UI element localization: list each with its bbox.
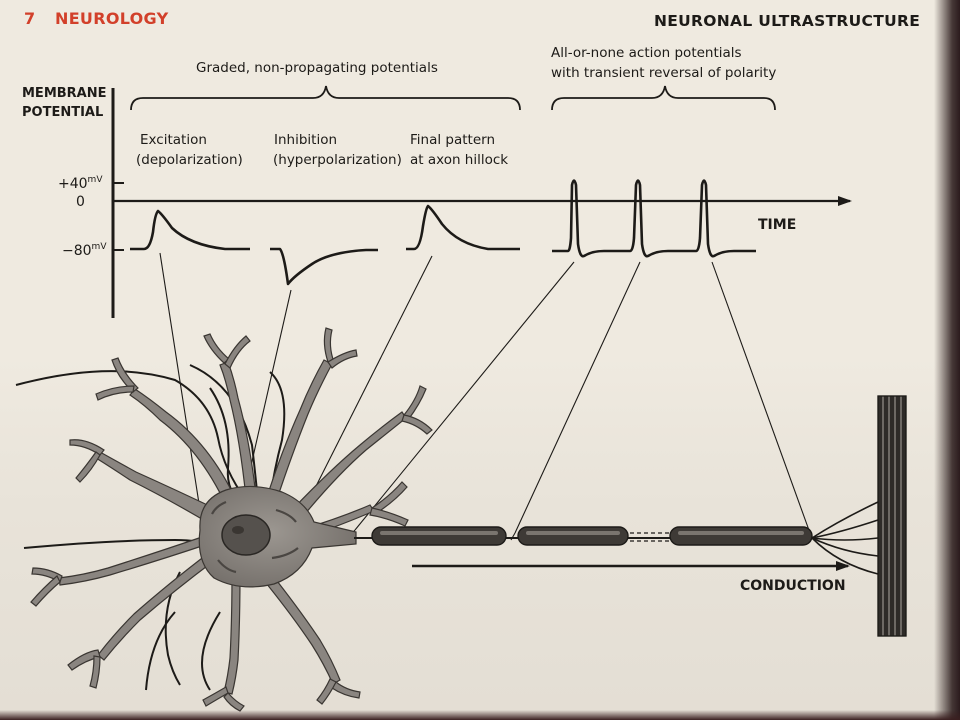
tick-zero: 0 bbox=[76, 194, 85, 210]
tick-plus40: +40mV bbox=[58, 175, 103, 192]
group-action-label-line1: All-or-none action potentials bbox=[551, 45, 742, 61]
chapter-title: NEUROLOGY bbox=[55, 9, 169, 28]
conduction-label: CONDUCTION bbox=[740, 578, 846, 594]
page-edge-shadow bbox=[934, 0, 960, 720]
group-graded-label: Graded, non-propagating potentials bbox=[196, 60, 438, 76]
pointer-ap1 bbox=[354, 261, 575, 531]
myelin-segment-3 bbox=[669, 526, 813, 546]
nucleus bbox=[221, 514, 271, 556]
section-title: NEURONAL ULTRASTRUCTURE bbox=[654, 12, 921, 30]
page-bottom-shadow bbox=[0, 710, 960, 720]
pointer-excitation bbox=[159, 252, 201, 511]
neuron bbox=[30, 327, 433, 712]
myelin-segment-1 bbox=[371, 526, 507, 546]
final-pattern-label-line1: Final pattern bbox=[410, 132, 495, 148]
axon bbox=[354, 501, 879, 575]
x-axis-label: TIME bbox=[758, 217, 796, 233]
group-action-label-line2: with transient reversal of polarity bbox=[551, 65, 776, 81]
brace-graded bbox=[130, 85, 521, 111]
inhibition-label-line2: (hyperpolarization) bbox=[273, 152, 402, 168]
excitation-waveform bbox=[130, 209, 250, 251]
final-pattern-waveform bbox=[406, 204, 520, 251]
inhibition-label-line1: Inhibition bbox=[274, 132, 337, 148]
pointer-ap3 bbox=[711, 261, 811, 534]
inhibition-waveform bbox=[270, 247, 378, 286]
pointer-final bbox=[303, 255, 433, 511]
excitation-label-line2: (depolarization) bbox=[136, 152, 243, 168]
muscle-fiber bbox=[877, 395, 907, 637]
brace-action bbox=[551, 85, 776, 111]
y-axis-label-line1: MEMBRANE bbox=[22, 86, 107, 101]
y-axis-label-line2: POTENTIAL bbox=[22, 105, 103, 120]
chapter-number: 7 bbox=[24, 9, 36, 28]
final-pattern-label-line2: at axon hillock bbox=[410, 152, 508, 168]
y-axis bbox=[111, 88, 124, 318]
pointer-ap2 bbox=[514, 261, 641, 534]
tick-minus80: −80mV bbox=[62, 242, 107, 259]
action-potentials-waveform bbox=[552, 179, 756, 258]
myelin-segment-2 bbox=[517, 526, 629, 546]
excitation-label-line1: Excitation bbox=[140, 132, 207, 148]
